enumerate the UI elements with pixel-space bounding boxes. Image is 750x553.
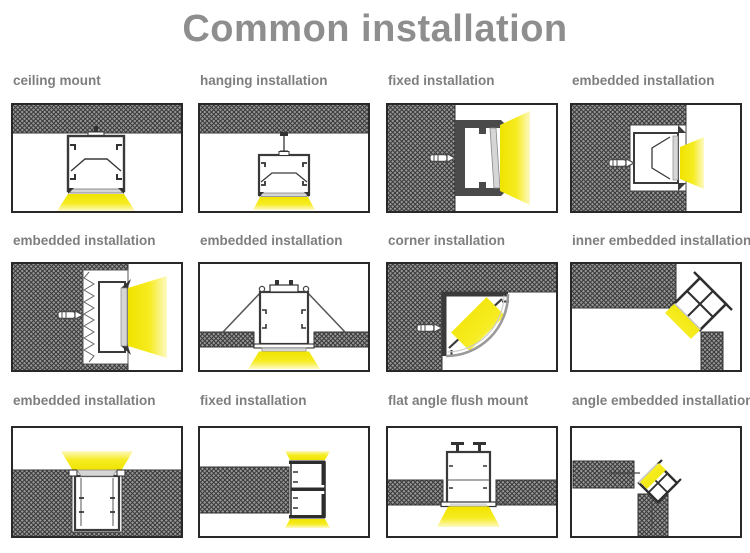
- cell-inner-embedded-installation: inner embedded installation: [570, 232, 750, 372]
- row-1: ceiling mount hanging installation: [0, 72, 750, 232]
- diffuser: [120, 287, 128, 347]
- diagram-label: inner embedded installation: [572, 233, 750, 248]
- angle-embedded-installation-diagram: [570, 426, 742, 538]
- panel-frame: [570, 262, 742, 372]
- diagram-label: embedded installation: [572, 73, 715, 88]
- cell-ceiling-mount: ceiling mount: [11, 72, 187, 213]
- ceiling-hatch-left: [198, 331, 255, 348]
- embedded-installation-diagram: [570, 103, 742, 213]
- mounting-screw-icon: [94, 126, 98, 134]
- ceiling-hatch-left: [386, 479, 444, 506]
- led-profile: [66, 134, 126, 193]
- cell-flat-angle-flush-mount: flat angle flush mount: [386, 392, 562, 538]
- embedded-installation-ceiling-diagram: [198, 262, 370, 372]
- panel-frame: [11, 103, 183, 213]
- diagram-label: embedded installation: [13, 393, 156, 408]
- cell-fixed-installation-wall: fixed installation: [386, 72, 562, 213]
- cell-embedded-installation-wall: embedded installation: [570, 72, 746, 213]
- light-beam: [128, 276, 167, 358]
- row-2: embedded installation embedded installat…: [0, 232, 750, 392]
- light-beam-up: [285, 451, 330, 460]
- fixed-installation-shelf-diagram: [198, 426, 370, 538]
- diagram-label: embedded installation: [200, 233, 343, 248]
- diagram-label: ceiling mount: [13, 73, 101, 88]
- row-3: embedded installation fixed installation: [0, 392, 750, 552]
- panel-frame: [386, 103, 558, 213]
- cell-hanging-installation: hanging installation: [198, 72, 374, 213]
- light-beam: [57, 194, 135, 211]
- light-beam: [437, 506, 500, 527]
- ceiling-mount-diagram: [11, 103, 183, 213]
- diagram-label: hanging installation: [200, 73, 328, 88]
- light-beam: [248, 351, 320, 369]
- fixed-installation-diagram: [386, 103, 558, 213]
- panel-frame: [570, 426, 742, 538]
- diffuser: [76, 469, 118, 477]
- light-beam-down: [285, 519, 330, 528]
- wall-hatch-top-left: [571, 263, 676, 308]
- wall-hatch-bottom-right: [701, 332, 723, 371]
- ceiling-hatch: [199, 104, 369, 133]
- corner-installation-diagram: [386, 262, 558, 372]
- diagram-label: fixed installation: [388, 73, 495, 88]
- light-beam: [680, 137, 704, 189]
- diffuser: [261, 347, 307, 352]
- diffuser: [69, 188, 123, 194]
- light-beam: [451, 297, 505, 351]
- wall-hatch-bottom: [637, 493, 669, 538]
- led-profile: [633, 132, 679, 184]
- panel-frame: [386, 262, 558, 372]
- embedded-installation-floor-diagram: [11, 426, 183, 538]
- diffuser: [672, 135, 679, 181]
- corner-profile-top: [442, 292, 508, 297]
- spring-wire-left: [222, 290, 263, 333]
- light-beam: [665, 304, 700, 339]
- corner-profile-side: [442, 292, 447, 356]
- panel-frame: [386, 426, 558, 538]
- spring-wire-right: [305, 290, 346, 333]
- diffuser: [450, 503, 487, 507]
- led-profile: [445, 450, 492, 506]
- led-profile: [73, 474, 121, 532]
- inner-embedded-installation-diagram: [570, 262, 742, 372]
- wall-hatch-left: [572, 460, 635, 489]
- cell-embedded-installation-ceiling: embedded installation: [198, 232, 374, 372]
- diffuser-arc: [445, 293, 510, 358]
- cell-embedded-installation-spring: embedded installation: [11, 232, 187, 372]
- led-profile: [257, 153, 311, 197]
- light-beam: [500, 111, 530, 205]
- panel-frame: [198, 426, 370, 538]
- diffuser: [260, 192, 308, 197]
- cell-corner-installation: corner installation: [386, 232, 562, 372]
- panel-frame: [11, 262, 183, 372]
- diagram-label: embedded installation: [13, 233, 156, 248]
- shelf-hatch: [198, 466, 290, 514]
- panel-frame: [11, 426, 183, 538]
- light-beam: [61, 451, 133, 471]
- embedded-installation-spring-diagram: [11, 262, 183, 372]
- diagram-label: angle embedded installation: [572, 393, 750, 408]
- diagram-label: corner installation: [388, 233, 506, 248]
- cell-embedded-installation-floor: embedded installation: [11, 392, 187, 538]
- panel-frame: [570, 103, 742, 213]
- hanging-installation-diagram: [198, 103, 370, 213]
- spring-clip: [83, 271, 95, 363]
- ceiling-hatch: [387, 263, 557, 292]
- cell-angle-embedded-installation: angle embedded installation: [570, 392, 750, 538]
- diagram-label: fixed installation: [200, 393, 307, 408]
- page-title: Common installation: [182, 8, 568, 50]
- panel-frame: [198, 262, 370, 372]
- panel-frame: [198, 103, 370, 213]
- ceiling-hatch-right: [313, 331, 370, 348]
- cell-fixed-installation-shelf: fixed installation: [198, 392, 374, 538]
- light-beam: [640, 463, 666, 489]
- diagram-label: flat angle flush mount: [388, 393, 529, 408]
- led-profile: [258, 290, 310, 346]
- light-beam: [253, 197, 315, 210]
- ceiling-hatch-right: [495, 479, 558, 506]
- flat-angle-flush-mount-diagram: [386, 426, 558, 538]
